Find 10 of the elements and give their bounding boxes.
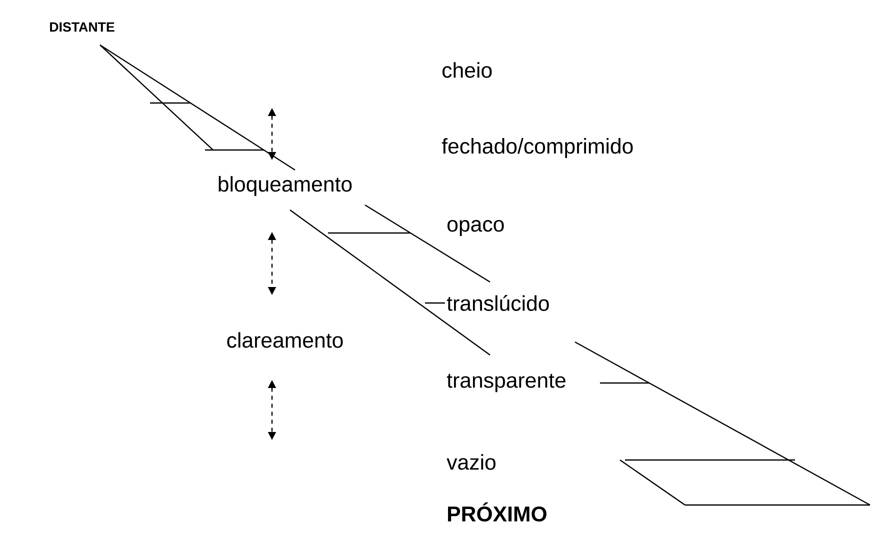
label: opaco [448,220,504,236]
label: translúcido [446,295,549,311]
label: clareamento [227,332,343,348]
label: DISTANTE [50,22,114,32]
label: PRÓXIMO [448,502,546,522]
label: cheio [442,62,492,78]
label: vazio [446,454,496,470]
label: bloqueamento [218,176,352,196]
label: fechado/comprimido [442,138,633,158]
label: transparente [446,374,566,392]
